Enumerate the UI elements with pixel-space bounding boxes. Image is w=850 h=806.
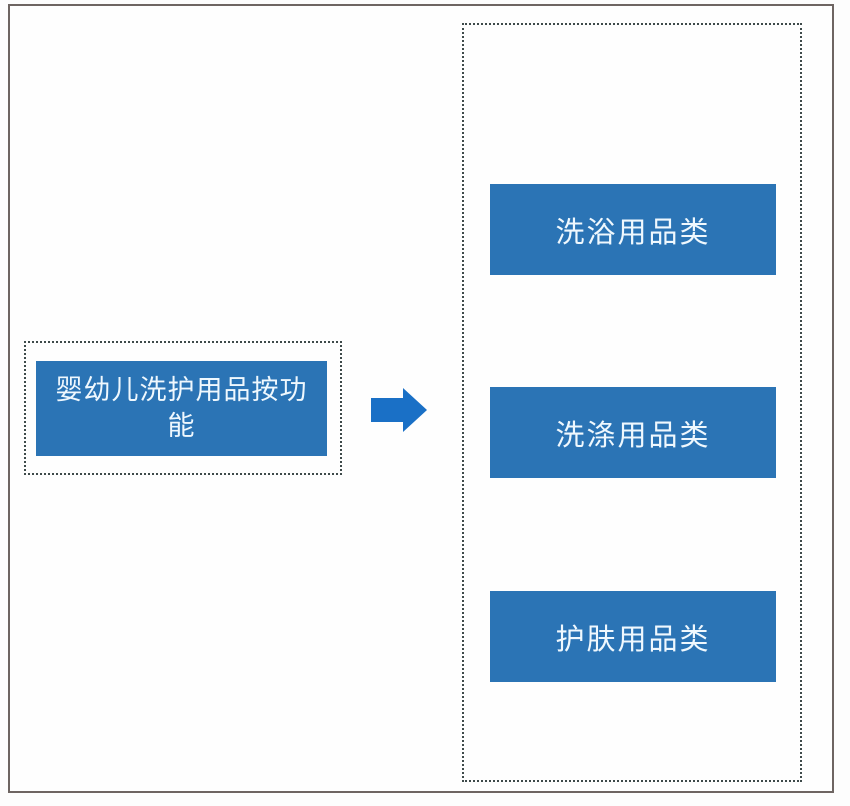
right-arrow-icon bbox=[371, 388, 427, 432]
root-node-box: 婴幼儿洗护用品按功能 bbox=[36, 361, 327, 456]
root-node-dotted-outline bbox=[24, 341, 342, 475]
child-node-label: 护肤用品类 bbox=[555, 623, 711, 656]
child-node-label: 洗涤用品类 bbox=[555, 419, 711, 452]
root-node-label: 婴幼儿洗护用品按功能 bbox=[55, 375, 308, 441]
child-node-box: 洗涤用品类 bbox=[490, 387, 776, 478]
child-node-box: 洗浴用品类 bbox=[490, 184, 776, 275]
child-node-label: 洗浴用品类 bbox=[555, 216, 711, 249]
children-group-dotted-container: 洗浴用品类 洗涤用品类 护肤用品类 bbox=[462, 23, 802, 782]
child-node-box: 护肤用品类 bbox=[490, 591, 776, 682]
